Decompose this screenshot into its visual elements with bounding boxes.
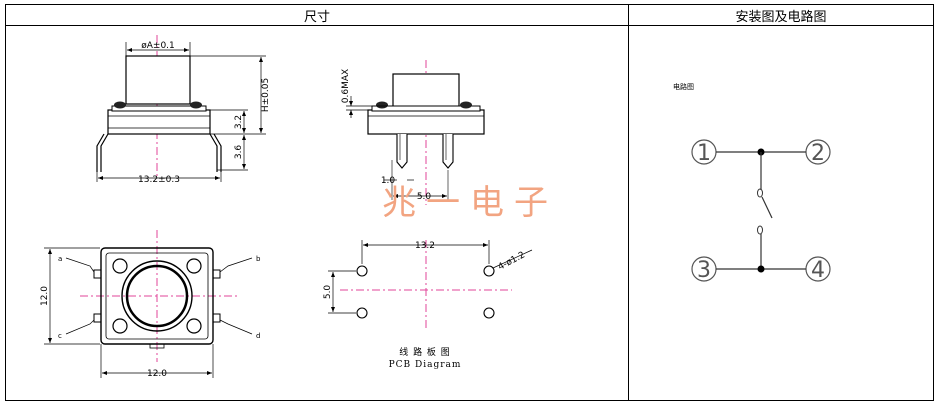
- bump-left: [114, 101, 126, 109]
- table-frame: [5, 4, 934, 401]
- pin-left: [96, 133, 105, 172]
- pcb-caption-en: PCB Diagram: [389, 360, 462, 370]
- height-label: H±0.05: [261, 78, 271, 112]
- top-height-label: 12.0: [40, 286, 50, 306]
- pin-pitch-label: 5.0: [417, 192, 432, 202]
- switch-lever: [761, 196, 773, 219]
- pin-d-label: d: [256, 332, 260, 340]
- dimensions-header: 尺寸: [303, 9, 330, 25]
- pin-b-label: b: [256, 255, 261, 263]
- actuator-2: [392, 73, 460, 109]
- circuit-diagram: 电路图 1 2 3 4: [673, 82, 831, 283]
- pin-length-label: 3.6: [234, 145, 244, 160]
- terminal-3-label: 3: [697, 258, 711, 283]
- pin-right: [209, 133, 218, 172]
- terminal-4-label: 4: [811, 258, 825, 283]
- switch-body-2: [367, 109, 485, 135]
- pcb-hole: [356, 307, 368, 319]
- actuator: [125, 55, 191, 105]
- pcb-diagram: 13.2 5.0 4-ø1.2 线 路 板 图 PCB Diagram: [323, 240, 533, 370]
- pin-width-label: 1.0: [381, 176, 396, 186]
- body-height-label: 3.2: [234, 115, 244, 129]
- side-view-2: 0.6MAX 1.0 5.0: [341, 60, 485, 205]
- max-label: 0.6MAX: [341, 69, 351, 103]
- button-outer: [121, 260, 193, 332]
- pcb-caption-cn: 线 路 板 图: [399, 346, 451, 358]
- bump-right: [190, 101, 202, 109]
- install-header: 安装图及电路图: [735, 9, 827, 25]
- pin-c-label: c: [58, 332, 62, 340]
- pin-2-right: [442, 134, 454, 169]
- top-view: a b c d 12.0 12.0: [40, 230, 261, 379]
- top-width-label: 12.0: [147, 369, 167, 379]
- pcb-hole: [483, 265, 495, 277]
- hole-label: 4-ø1.2: [497, 250, 527, 272]
- side-view: øA±0.1 H±0.05 3.2 3.6 13.2±0.3: [96, 35, 271, 185]
- pcb-hole: [356, 265, 368, 277]
- watermark: 兆一电子: [382, 183, 558, 223]
- pin-2-left: [396, 134, 408, 169]
- diameter-label: øA±0.1: [141, 41, 175, 51]
- terminal-1-label: 1: [697, 141, 711, 166]
- pcb-width-label: 13.2: [415, 241, 435, 251]
- width-label: 13.2±0.3: [138, 175, 180, 185]
- pcb-hole: [483, 307, 495, 319]
- terminal-2-label: 2: [811, 141, 825, 166]
- switch-body: [107, 109, 211, 135]
- pin-a-label: a: [58, 255, 62, 263]
- circuit-title: 电路图: [673, 82, 694, 91]
- button-inner: [125, 264, 189, 328]
- pcb-height-label: 5.0: [323, 285, 333, 300]
